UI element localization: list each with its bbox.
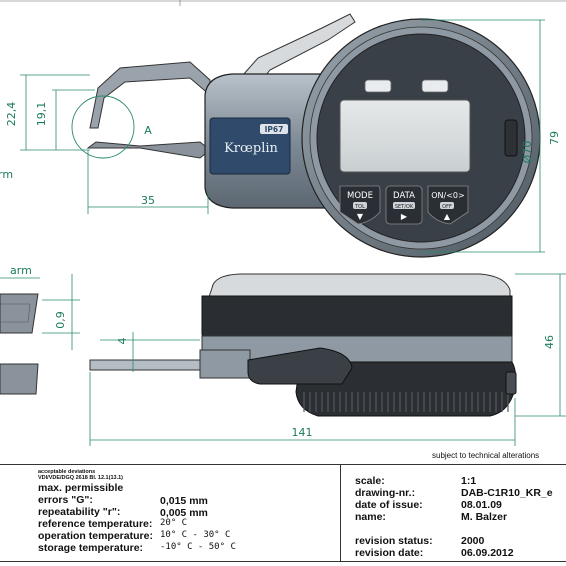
drawing-value: DAB-C1R10_KR_e <box>461 487 553 499</box>
side-button <box>504 119 518 157</box>
specs-panel: acceptable deviations VDI/VDE/DGQ 2618 B… <box>0 465 341 561</box>
issue-label: date of issue: <box>355 499 423 511</box>
button-mode-label: MODE <box>347 191 373 201</box>
dim-total-height: 79 <box>548 131 561 145</box>
button-mode-sub: TOL <box>354 204 365 210</box>
dim-tip-thickness: 0,9 <box>54 311 67 329</box>
side-lever <box>247 347 353 385</box>
errors-title2: errors "G": <box>38 494 93 506</box>
dim-dial-diameter: Ø70 <box>521 141 534 164</box>
repeat-label: repeatability "r": <box>38 506 121 518</box>
ip-badge-bg <box>260 124 288 134</box>
dim-body-height: 46 <box>543 335 556 349</box>
button-mode: MODE TOL ▼ <box>339 185 381 225</box>
ip-badge: IP67 <box>265 125 284 134</box>
dim-jaw-height: 19,1 <box>35 102 48 127</box>
arm-detail: arm 0,9 <box>0 264 80 395</box>
brand-logo: Krœplin <box>224 141 278 156</box>
button-data-label: DATA <box>393 191 415 201</box>
op-temp-value: 10° C - 30° C <box>160 530 231 540</box>
arrow-up-icon: ▲ <box>444 212 451 221</box>
button-data-sub: SET/OK <box>395 204 414 210</box>
errors-value: 0,015 mm <box>160 495 208 507</box>
errors-title1: max. permissible <box>38 482 124 494</box>
dim-gap-height: 22,4 <box>5 102 18 127</box>
side-view <box>89 273 517 417</box>
arrow-down-icon: ▼ <box>357 212 364 221</box>
upper-jaw-arm <box>89 61 211 129</box>
drawing-label: drawing-nr.: <box>355 487 416 499</box>
standard-line1: acceptable deviations <box>38 469 96 475</box>
arm-holder <box>199 349 251 379</box>
name-label: name: <box>355 511 386 523</box>
issue-value: 08.01.09 <box>461 499 502 511</box>
op-temp-label: operation temperature: <box>38 530 153 542</box>
lcd-screen <box>339 99 471 173</box>
storage-temp-label: storage temperature: <box>38 542 144 554</box>
button-on-sub: OFF <box>442 204 452 210</box>
indicator-right <box>421 79 449 93</box>
dim-jaw-depth: 35 <box>141 194 155 207</box>
title-block: acceptable deviations VDI/VDE/DGQ 2618 B… <box>0 464 566 562</box>
ref-temp-label: reference temperature: <box>38 518 153 530</box>
label-arm-detail: arm <box>10 264 32 277</box>
arm-end-section <box>0 363 39 395</box>
housing-top <box>207 273 511 301</box>
dim-total-length: 141 <box>292 426 313 439</box>
side-knob <box>505 371 517 395</box>
ref-temp-value: 20° C <box>160 518 188 528</box>
standard-line2: VDI/VDE/DGQ 2618 Bl. 12.1(13.1) <box>38 475 123 481</box>
rev-status-value: 2000 <box>461 535 485 547</box>
label-arm-top: rm <box>0 168 13 181</box>
detail-circle <box>71 95 135 159</box>
top-view-dimensions: 22,4 19,1 A 35 Ø70 79 rm <box>0 19 561 253</box>
technical-note: subject to technical alterations <box>432 451 540 460</box>
bumper-grip <box>303 392 509 412</box>
button-data: DATA SET/OK ▶ <box>385 185 423 225</box>
side-view-dimensions: 4 46 141 <box>89 273 566 446</box>
arrow-right-icon: ▶ <box>401 212 408 221</box>
rev-date-value: 06.09.2012 <box>461 547 514 559</box>
drawing-info-panel: scale: 1:1 drawing-nr.: DAB-C1R10_KR_e d… <box>341 465 566 561</box>
top-view: IP67 Krœplin MODE TOL ▼ DATA SET/OK ▶ <box>71 13 541 258</box>
detail-label: A <box>144 124 152 137</box>
repeat-value: 0,005 mm <box>160 507 208 519</box>
indicator-left <box>364 79 392 93</box>
dim-arm-thickness: 4 <box>116 338 129 345</box>
technical-drawing: IP67 Krœplin MODE TOL ▼ DATA SET/OK ▶ <box>0 0 566 446</box>
lower-jaw-arm <box>86 141 211 159</box>
rev-status-label: revision status: <box>355 535 433 547</box>
scale-label: scale: <box>355 475 385 487</box>
arm-tip-section <box>0 293 39 334</box>
button-on-label: ON/<0> <box>431 191 464 200</box>
button-on: ON/<0> OFF ▲ <box>427 185 469 225</box>
scale-value: 1:1 <box>461 475 477 487</box>
name-value: M. Balzer <box>461 511 508 523</box>
storage-temp-value: -10° C - 50° C <box>160 542 236 552</box>
rev-date-label: revision date: <box>355 547 424 559</box>
